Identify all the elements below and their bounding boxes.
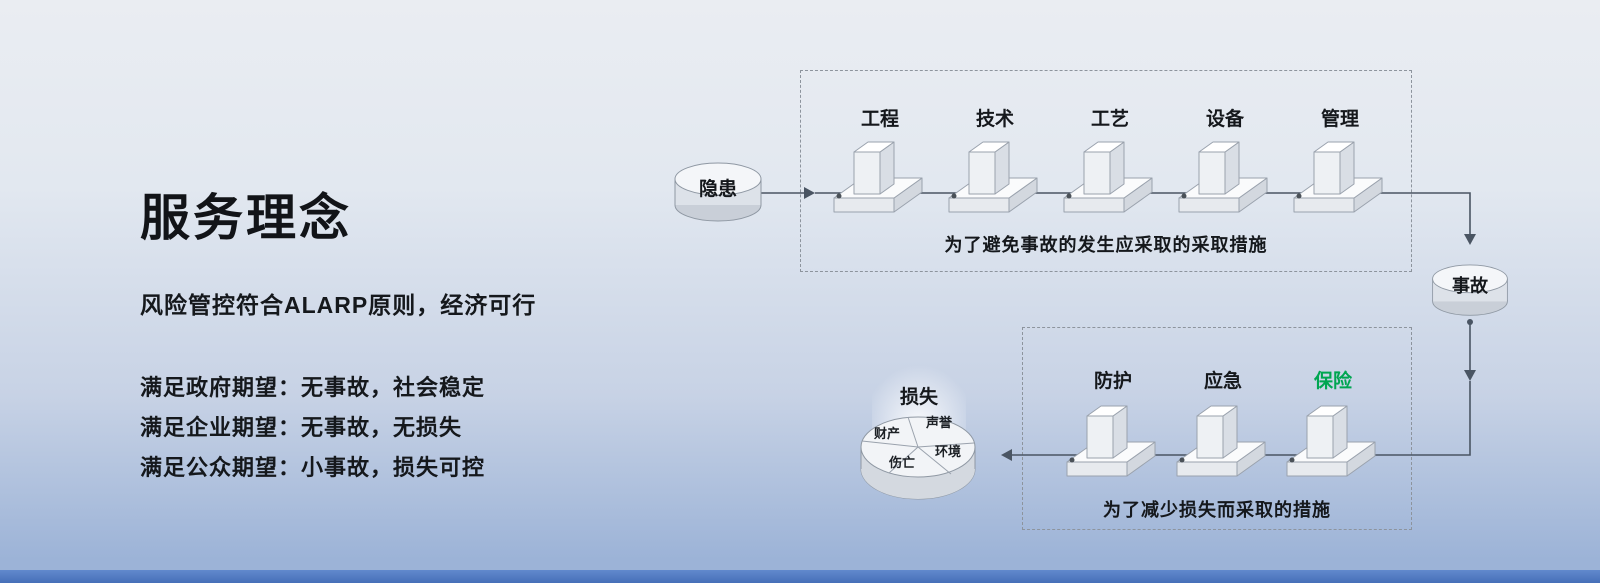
expectation-government: 满足政府期望：无事故，社会稳定 <box>140 375 486 400</box>
loss-label: 损失 <box>899 387 938 408</box>
barrier-block-emergency <box>1175 398 1271 490</box>
loss-slice-reputation: 声誉 <box>925 415 953 430</box>
barrier-label-emergency: 应急 <box>1203 371 1242 392</box>
barrier-block-technology <box>947 134 1043 226</box>
loss-pie-cylinder: 财产 声誉 伤亡 环境 <box>860 415 976 500</box>
barrier-label-engineering: 工程 <box>860 109 899 130</box>
expectation-enterprise: 满足企业期望：无事故，无损失 <box>140 415 463 440</box>
mitigation-box <box>1022 327 1412 530</box>
barrier-block-insurance <box>1285 398 1381 490</box>
barrier-block-equipment <box>1177 134 1273 226</box>
left-text-panel: 服务理念 风险管控符合ALARP原则，经济可行 满足政府期望：无事故，社会稳定 … <box>140 178 660 488</box>
arrow-right-into-prevention <box>804 187 815 199</box>
page-subtitle: 风险管控符合ALARP原则，经济可行 <box>140 292 537 318</box>
arrow-left-to-loss <box>1001 449 1012 461</box>
barrier-label-protection: 防护 <box>1093 371 1132 392</box>
barrier-label-technology: 技术 <box>975 109 1014 130</box>
accident-label: 事故 <box>1452 276 1488 296</box>
mitigation-caption: 为了减少损失而采取的措施 <box>1103 500 1331 520</box>
loss-slice-casualty: 伤亡 <box>888 455 915 470</box>
barrier-block-process <box>1062 134 1158 226</box>
barrier-label-management: 管理 <box>1320 109 1359 130</box>
accident-bottom-dot <box>1467 319 1473 325</box>
barrier-label-equipment: 设备 <box>1205 109 1244 130</box>
prevention-box <box>800 70 1412 272</box>
barrier-block-engineering <box>832 134 928 226</box>
hazard-label: 隐患 <box>698 179 737 200</box>
loss-slice-property: 财产 <box>874 426 900 441</box>
barrier-label-process: 工艺 <box>1090 109 1129 130</box>
arrow-down-to-accident <box>1464 234 1476 245</box>
loss-slice-environment: 环境 <box>935 444 961 459</box>
barrier-block-protection <box>1065 398 1161 490</box>
expectations-list: 满足政府期望：无事故，社会稳定 满足企业期望：无事故，无损失 满足公众期望：小事… <box>140 368 660 488</box>
page-title: 服务理念 <box>140 190 352 246</box>
prevention-caption: 为了避免事故的发生应采取的采取措施 <box>944 235 1268 255</box>
arrow-down-from-accident <box>1464 370 1476 381</box>
expectation-public: 满足公众期望：小事故，损失可控 <box>140 455 486 480</box>
barrier-label-insurance: 保险 <box>1313 371 1352 392</box>
bottom-accent-bar <box>0 570 1600 583</box>
barrier-block-management <box>1292 134 1388 226</box>
